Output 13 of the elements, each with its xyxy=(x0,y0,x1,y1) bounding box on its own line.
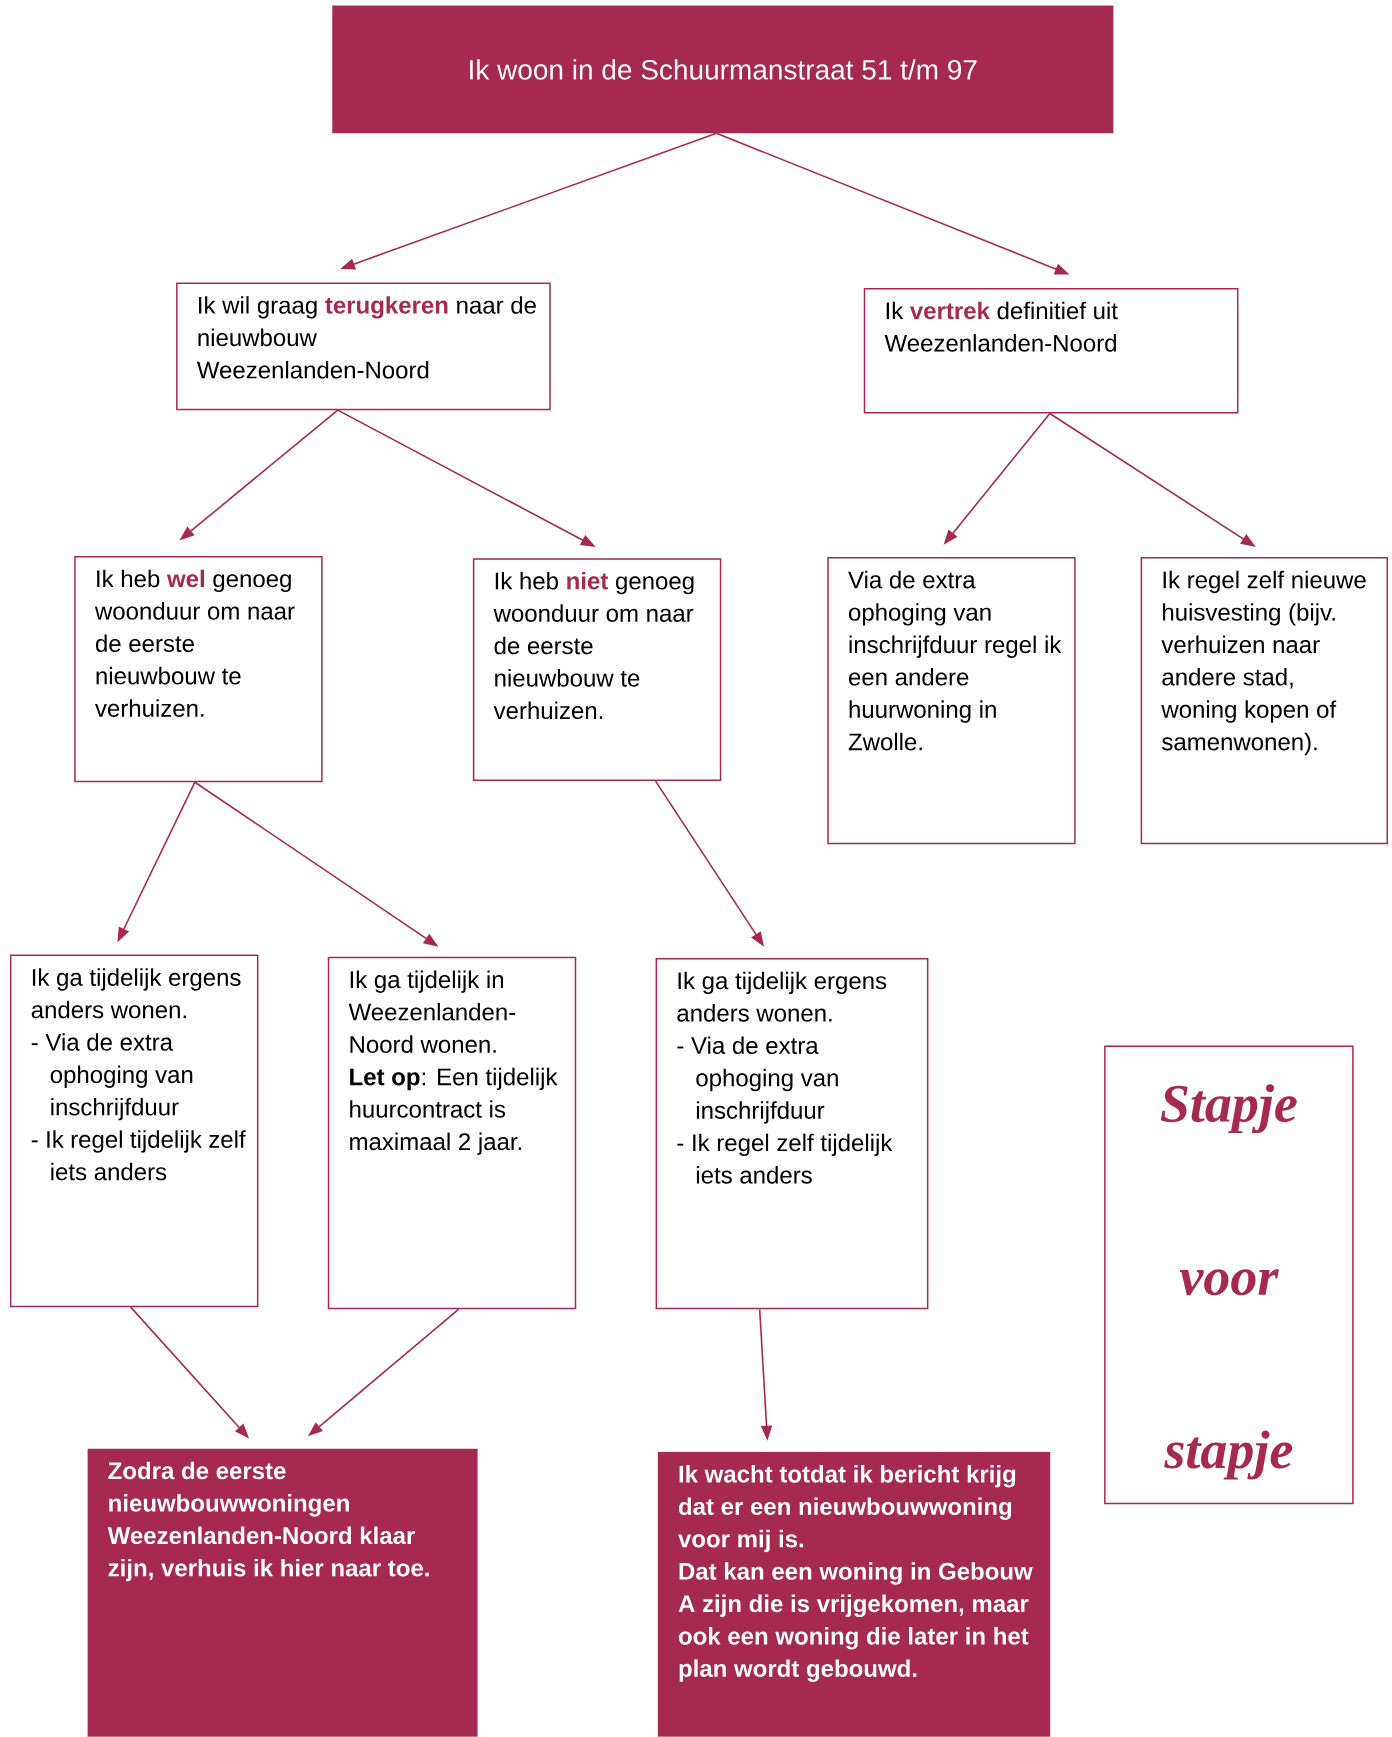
result-box: Ik wacht totdat ik bericht krijg dat er een nieuwbouwwoning voor mij is. Dat kan een woning in Gebouw A zijn die is vrijgekomen, maar ook een woning die later in het plan wordt gebouwd. xyxy=(657,1451,1051,1737)
step-box: Via de extra ophoging van inschrijfduur regel ik een andere huurwoning in Zwolle. xyxy=(827,557,1076,845)
step-box: Ik ga tijdelijk ergens anders wonen. - Via de extra ophoging van inschrijfduur - Ik regel tijdelijk zelf iets anders xyxy=(9,954,259,1308)
step-box: Ik regel zelf nieuwe huisvesting (bijv. verhuizen naar andere stad, woning kopen of samenwonen). xyxy=(1140,557,1388,845)
step-box: Ik heb niet genoeg woonduur om naar de eerste nieuwbouw te verhuizen. xyxy=(472,558,722,782)
step-box: Ik ga tijdelijk ergens anders wonen. - Via de extra ophoging van inschrijfduur - Ik regel zelf tijdelijk iets anders xyxy=(655,957,929,1310)
heading-box: Ik woon in de Schuurmanstraat 51 t/m 97 xyxy=(332,5,1114,134)
step-box: Ik wil graag terugkeren naar de nieuwbouw Weezenlanden-Noord xyxy=(176,282,551,411)
step-box: Ik heb wel genoeg woonduur om naar de eerste nieuwbouw te verhuizen. xyxy=(74,555,323,783)
step-box: Ik vertrek definitief uit Weezenlanden-Noord xyxy=(863,287,1239,414)
result-box: Zodra de eerste nieuwbouwwoningen Weezenlanden-Noord klaar zijn, verhuis ik hier naar toe. xyxy=(87,1448,478,1737)
step-box: Ik ga tijdelijk in Weezenlanden-Noord wonen. Let op: Een tijdelijk huurcontract is maximaal 2 jaar. xyxy=(327,956,577,1310)
slogan-box: Stapje voor stapje xyxy=(1104,1045,1354,1505)
